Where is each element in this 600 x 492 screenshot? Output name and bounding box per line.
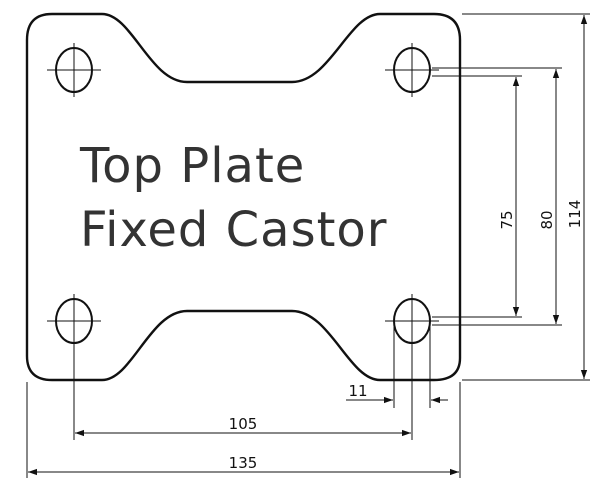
dimension-label-overall-height: 114 bbox=[566, 200, 584, 229]
dimension-label-hole-diameter: 11 bbox=[348, 382, 367, 400]
mounting-hole-bottom-right bbox=[385, 294, 439, 348]
plate-outline bbox=[25, 12, 462, 382]
dimension-label-outer-height: 80 bbox=[538, 210, 556, 229]
mounting-hole-bottom-left bbox=[47, 294, 101, 348]
title-line-1: Top Plate bbox=[79, 138, 305, 194]
mounting-hole-top-left bbox=[47, 43, 101, 97]
mounting-hole-top-right bbox=[385, 43, 439, 97]
title-line-2: Fixed Castor bbox=[80, 202, 388, 258]
dimension-label-inner-height: 75 bbox=[498, 210, 516, 229]
dimension-label-overall-width: 135 bbox=[229, 454, 258, 472]
dimension-label-hole-spacing-width: 105 bbox=[229, 415, 258, 433]
